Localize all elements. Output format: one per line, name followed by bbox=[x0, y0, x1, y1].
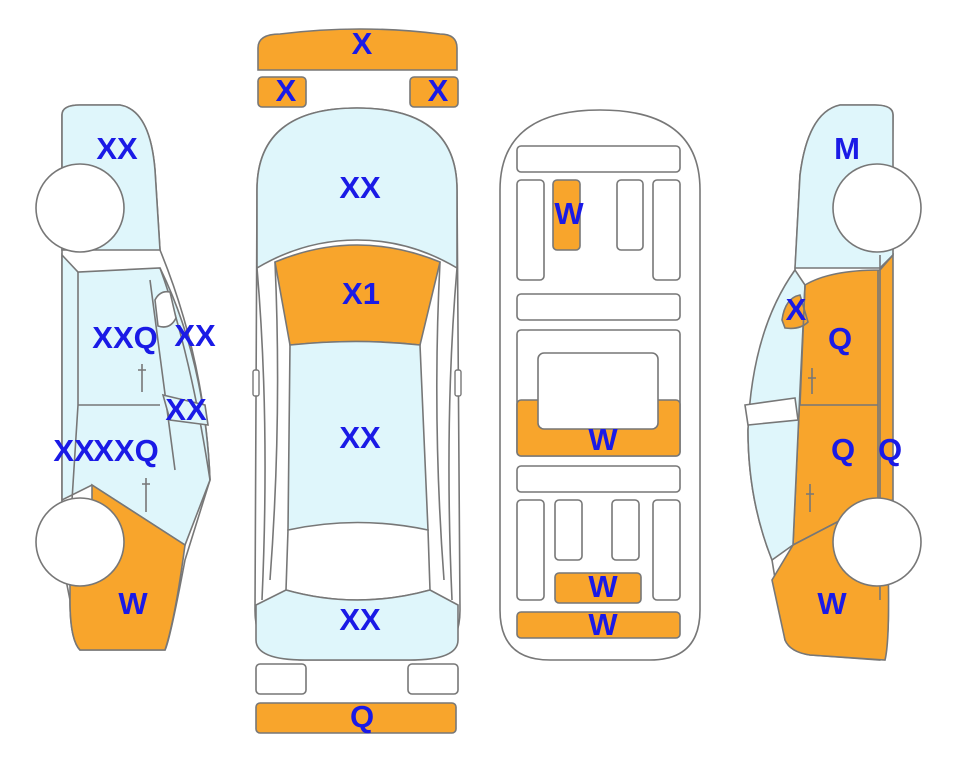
trunk-lid-panel[interactable] bbox=[255, 589, 459, 661]
left-door-divider bbox=[71, 272, 160, 501]
label-floor-cross-member: W bbox=[588, 422, 618, 457]
label-right-mirror: X bbox=[786, 292, 807, 327]
label-rear-bumper: Q bbox=[350, 699, 374, 734]
left-rear-wheel bbox=[35, 497, 125, 587]
left-front-wheel bbox=[35, 163, 125, 253]
floor-tunnel-box bbox=[537, 352, 659, 430]
label-right-front-door: Q bbox=[828, 321, 852, 356]
floor-outline bbox=[499, 109, 701, 661]
right-door-handle-rear bbox=[806, 484, 814, 512]
left-window-strip[interactable] bbox=[161, 393, 209, 426]
floor-rear-left-rail bbox=[516, 499, 545, 601]
label-front-left-light: X bbox=[276, 73, 297, 108]
rear-bumper[interactable] bbox=[255, 702, 457, 734]
label-left-front-fender: XX bbox=[96, 131, 138, 166]
label-left-mirror: XX bbox=[174, 318, 216, 353]
label-right-front-fender: M bbox=[834, 131, 860, 166]
floor-rear-slot-left bbox=[554, 499, 583, 561]
front-left-light[interactable] bbox=[257, 76, 307, 108]
label-left-window: XX bbox=[165, 392, 207, 427]
label-left-rear-quarter: W bbox=[118, 586, 148, 621]
front-right-light[interactable] bbox=[409, 76, 459, 108]
label-left-front-door: XXQ bbox=[92, 320, 157, 355]
floor-center-slot bbox=[616, 179, 644, 251]
floor-front-bar bbox=[516, 145, 681, 173]
label-right-rear-pillar: Q bbox=[878, 432, 902, 467]
right-front-wheel bbox=[832, 163, 922, 253]
right-window-strip bbox=[744, 397, 799, 426]
right-mirror-glass[interactable] bbox=[781, 294, 809, 330]
top-side-lines bbox=[256, 261, 458, 601]
damage-code-labels: X X X XX X1 XX XX Q XX XXQ XX XX XX XXQ … bbox=[53, 26, 902, 734]
rear-left-light[interactable] bbox=[255, 663, 307, 695]
right-mirror-top bbox=[454, 369, 462, 397]
label-front-right-light: X bbox=[428, 73, 449, 108]
label-hood: XX bbox=[339, 170, 381, 205]
label-roof: XX bbox=[339, 420, 381, 455]
floor-right-rail bbox=[652, 179, 681, 281]
right-door-handle-front bbox=[808, 368, 816, 394]
left-side-view bbox=[35, 104, 211, 651]
left-door-handle-rear bbox=[142, 478, 150, 512]
left-mirror-top bbox=[252, 369, 260, 397]
left-doors-panel[interactable] bbox=[61, 252, 211, 547]
hood-panel[interactable] bbox=[256, 107, 458, 270]
left-door-window-line bbox=[149, 267, 211, 481]
left-door-handle-front bbox=[138, 364, 146, 392]
floor-front-seat-panel[interactable] bbox=[552, 179, 581, 251]
right-door-divider bbox=[799, 270, 879, 500]
floor-rear-slot-right bbox=[611, 499, 640, 561]
label-right-rear-quarter: W bbox=[817, 586, 847, 621]
label-windshield: X1 bbox=[342, 276, 380, 311]
front-bumper[interactable] bbox=[257, 28, 458, 71]
label-right-rear-door: Q bbox=[831, 432, 855, 467]
label-trunk-lid: XX bbox=[339, 602, 381, 637]
floor-left-rail bbox=[516, 179, 545, 281]
right-rear-wheel bbox=[832, 497, 922, 587]
label-left-rear-door-a: XX bbox=[53, 433, 95, 468]
top-view bbox=[252, 28, 462, 734]
floor-rear-end-panel[interactable] bbox=[516, 611, 681, 639]
left-mirror-glass[interactable] bbox=[154, 290, 177, 328]
label-left-rear-door-b: XXQ bbox=[93, 433, 158, 468]
label-floor-rear-end: W bbox=[588, 607, 618, 642]
floor-rear-bar bbox=[516, 465, 681, 493]
label-floor-front-seat: W bbox=[554, 196, 584, 231]
label-floor-rear-panel: W bbox=[588, 569, 618, 604]
floor-view bbox=[499, 109, 701, 661]
label-front-bumper: X bbox=[352, 26, 373, 61]
right-side-view bbox=[744, 104, 922, 661]
rear-window-panel bbox=[285, 521, 431, 601]
floor-rear-panel[interactable] bbox=[554, 572, 642, 604]
rear-right-light[interactable] bbox=[407, 663, 459, 695]
floor-mid-bar bbox=[516, 293, 681, 321]
floor-rear-right-rail bbox=[652, 499, 681, 601]
